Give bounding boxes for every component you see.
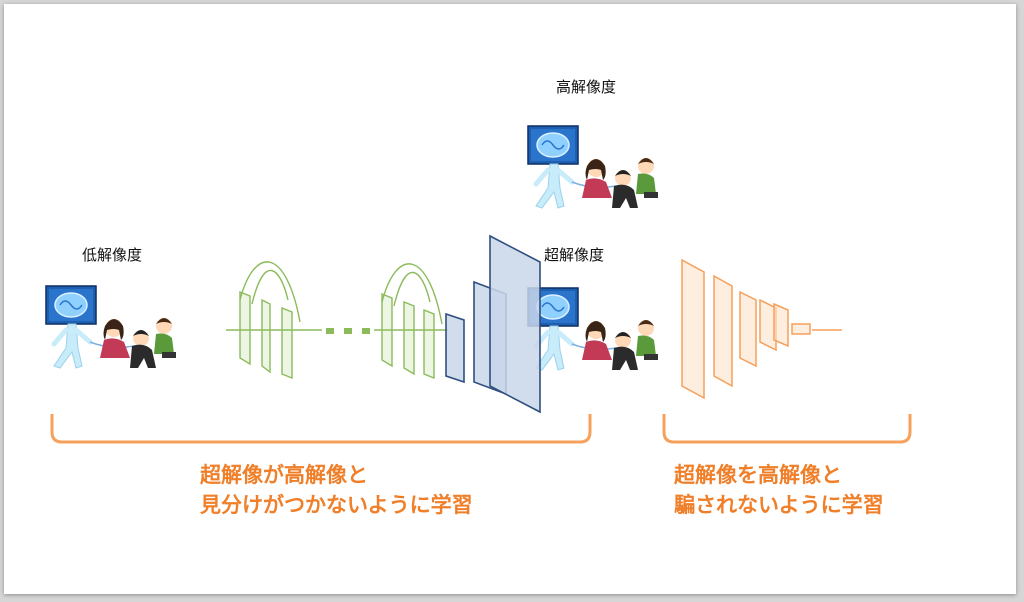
upsample-layers <box>445 234 541 414</box>
discriminator-bracket <box>662 414 912 444</box>
generator-caption: 超解像が高解像と 見分けがつかないように学習 <box>200 460 473 520</box>
generator-bracket <box>50 414 592 444</box>
network-diagram <box>4 4 912 444</box>
super-res-illustration <box>528 288 658 370</box>
ellipsis-dots <box>326 328 370 334</box>
discriminator-layers <box>681 258 842 400</box>
generator-block-2 <box>374 263 448 380</box>
super-res-label: 超解像度 <box>544 246 605 264</box>
low-res-illustration <box>46 286 176 368</box>
high-res-illustration <box>528 126 658 208</box>
high-res-label: 高解像度 <box>556 78 617 96</box>
generator-caption-line-2: 見分けがつかないように学習 <box>200 493 473 517</box>
slide: 低解像度 高解像度 超解像度 超解像が高解像と 見分けがつかないように学習 超解… <box>4 4 1016 594</box>
generator-caption-line-1: 超解像が高解像と <box>200 463 368 487</box>
discriminator-caption: 超解像を高解像と 騙されないように学習 <box>674 460 884 520</box>
low-res-label: 低解像度 <box>82 246 143 264</box>
generator-block-1 <box>226 261 322 380</box>
discriminator-caption-line-2: 騙されないように学習 <box>674 493 884 517</box>
discriminator-caption-line-1: 超解像を高解像と <box>674 463 842 487</box>
